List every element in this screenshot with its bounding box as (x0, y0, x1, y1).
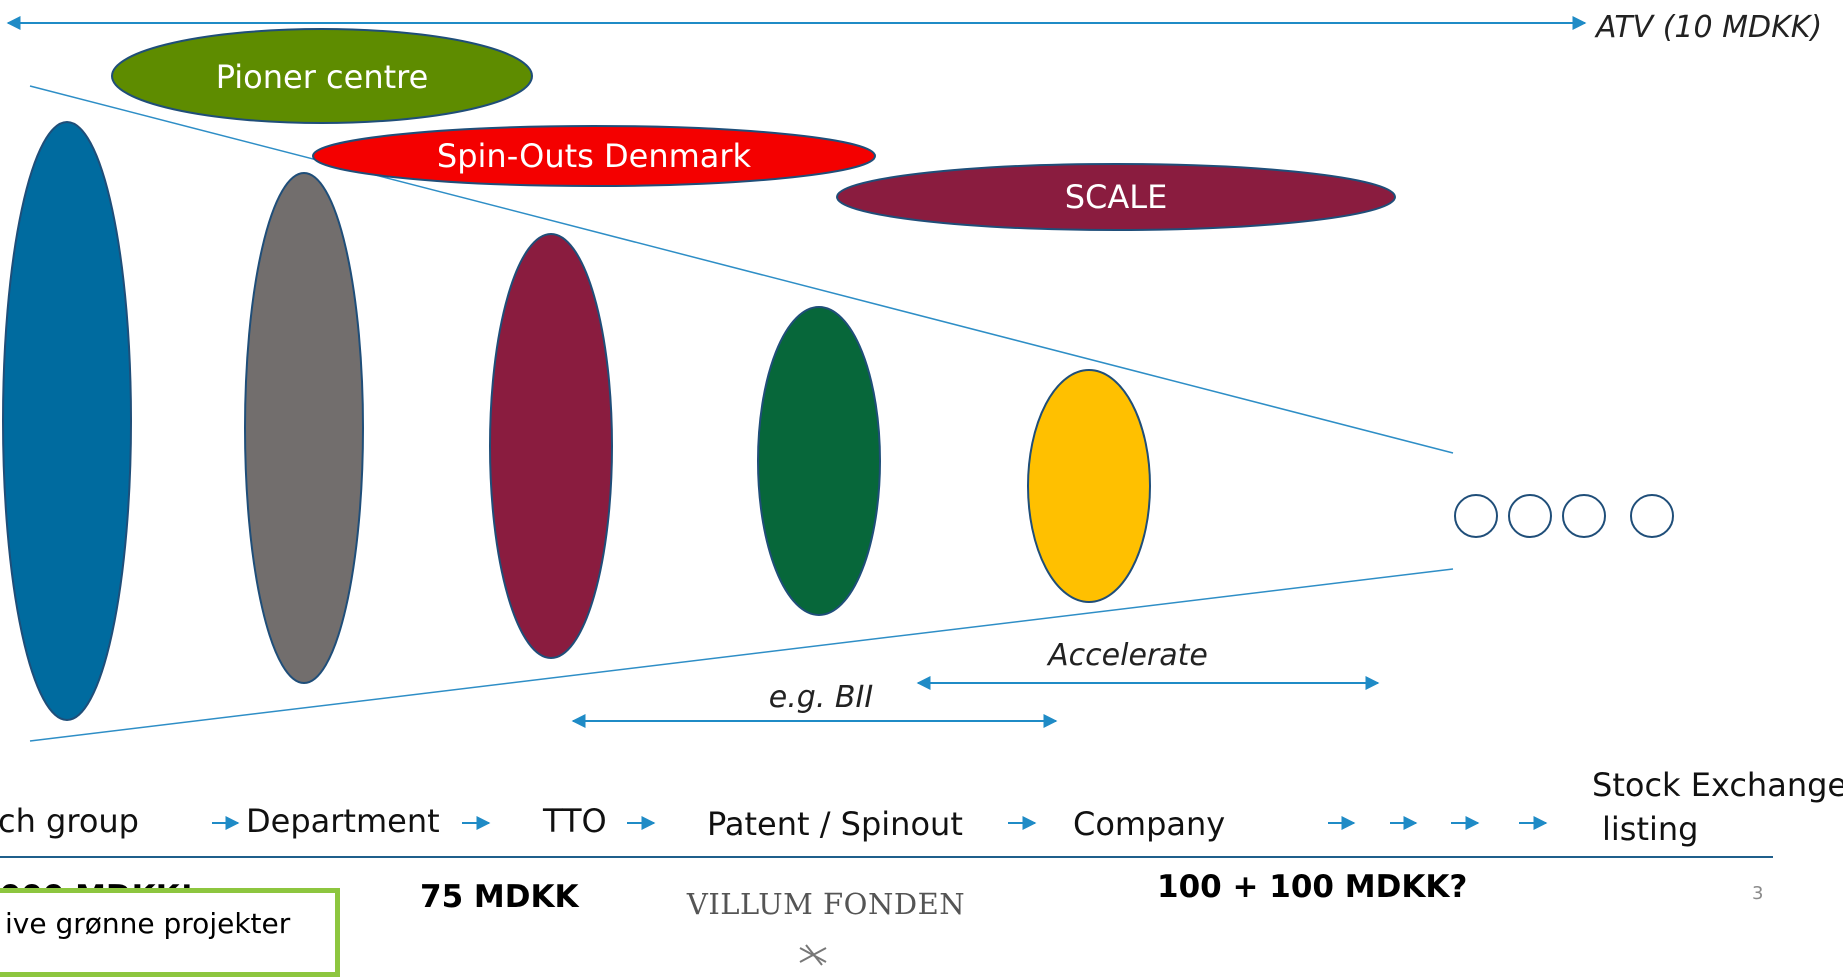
stage-ellipse-company (1027, 369, 1151, 603)
continuation-circle (1562, 494, 1606, 538)
banner-spin-outs-denmark (312, 125, 876, 187)
pipeline-step-research-group: ch group (0, 802, 139, 840)
villum-fonden-logo-text: VILLUM FONDEN (686, 887, 965, 921)
villum-fonden-mark-icon (799, 944, 827, 966)
page-number: 3 (1752, 883, 1763, 904)
atv-label: ATV (10 MDKK) (1594, 10, 1822, 45)
green-projects-text: ive grønne projekter (5, 907, 291, 940)
funnel-bottom-line (29, 568, 1454, 742)
stage-ellipse-patent-spinout (757, 306, 881, 616)
green-projects-box: ive grønne projekter (0, 888, 340, 977)
continuation-circle (1630, 494, 1674, 538)
banner-pioner-centre-label: Pioner centre (216, 58, 429, 96)
pipeline-step-company: Company (1073, 805, 1225, 843)
stage-ellipse-department (244, 172, 364, 684)
stage-ellipse-research-group (2, 121, 132, 721)
funnel-top-line (29, 85, 1454, 454)
pipeline-step-tto: TTO (542, 802, 607, 840)
continuation-circle (1508, 494, 1552, 538)
continuation-circle (1454, 494, 1498, 538)
banner-pioner-centre (111, 28, 533, 124)
banner-scale-label: SCALE (1065, 178, 1168, 216)
banner-spin-outs-denmark-label: Spin-Outs Denmark (437, 137, 752, 175)
pipeline-step-stock-exchange: Stock Exchange (1592, 766, 1843, 804)
funding-tto-label: 75 MDKK (420, 879, 580, 915)
funding-company-label: 100 + 100 MDKK? (1157, 869, 1467, 905)
pipeline-step-department: Department (246, 802, 440, 840)
pipeline-step-listing: listing (1602, 810, 1698, 848)
accelerate-label: Accelerate (1046, 638, 1208, 673)
banner-scale (836, 163, 1396, 231)
pipeline-step-patent-spinout: Patent / Spinout (707, 805, 963, 843)
stage-ellipse-tto (489, 233, 613, 659)
bii-label: e.g. BII (769, 680, 874, 715)
